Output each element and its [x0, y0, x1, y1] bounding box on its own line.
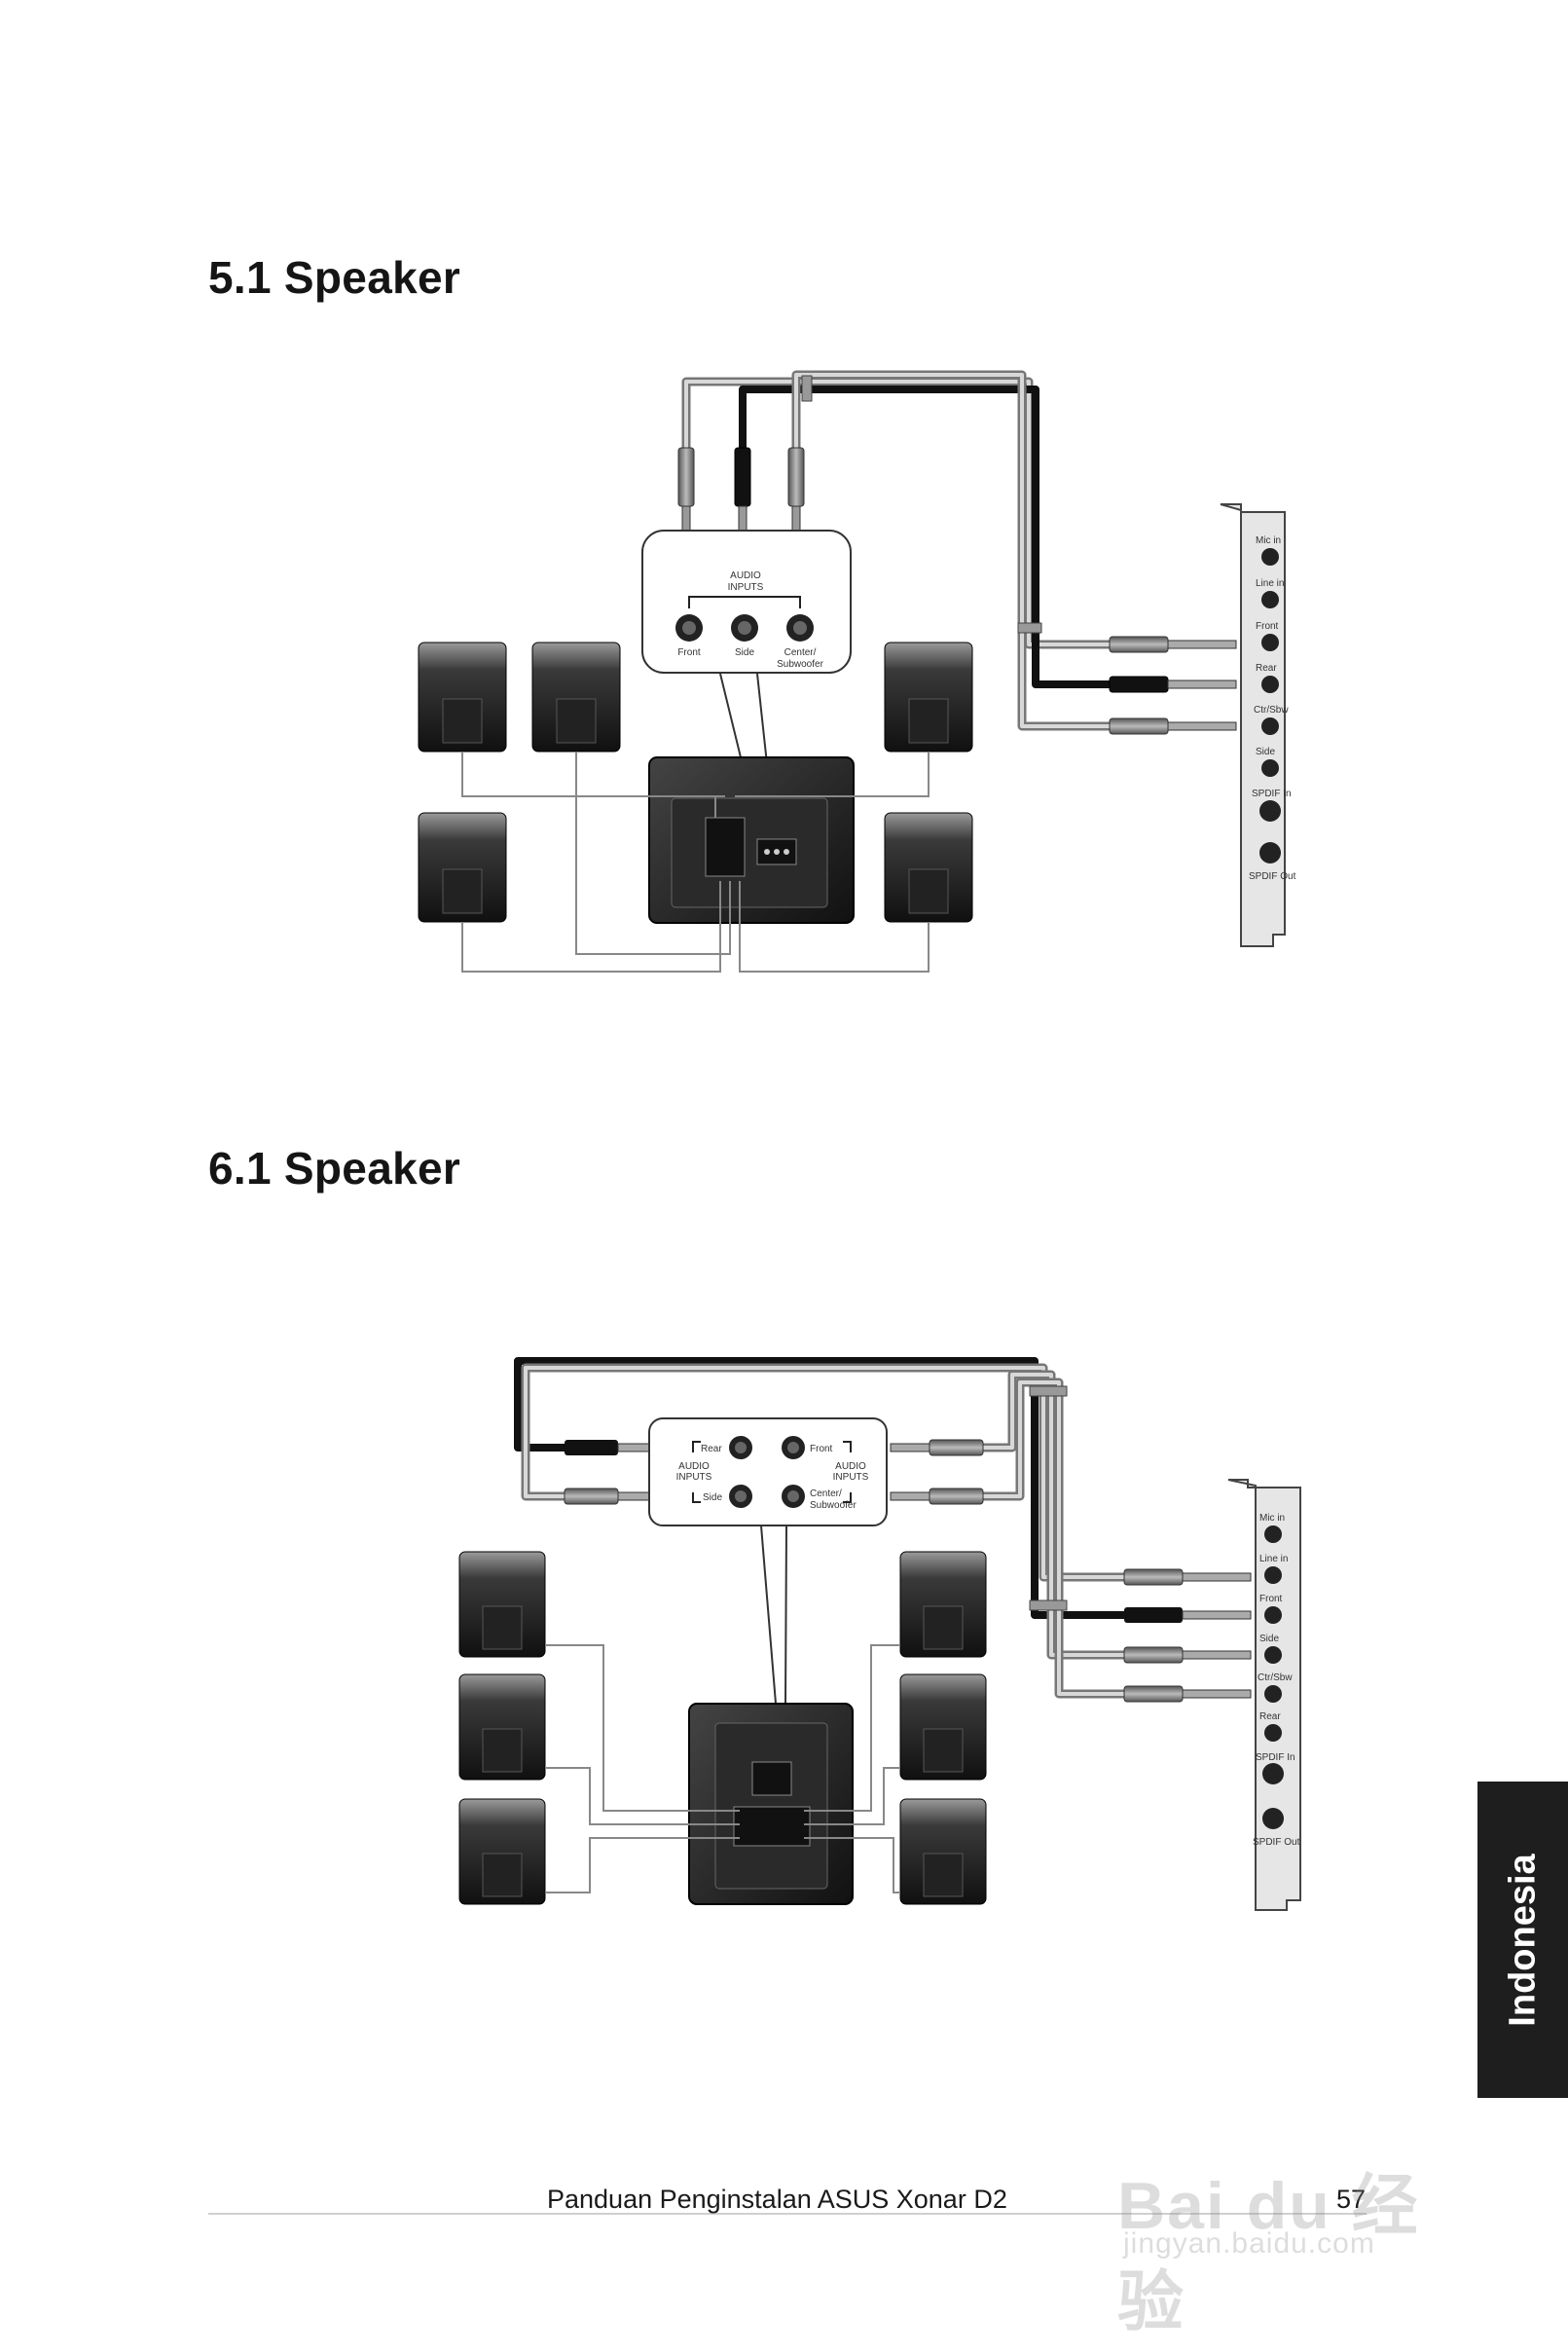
card61-port-spdif-in: SPDIF In: [1256, 1752, 1295, 1763]
diagram-6-1: Rear Side Front Center/ Subwoofer AUDIO …: [458, 1357, 1301, 1911]
card61-port-mic-in: Mic in: [1259, 1513, 1285, 1524]
speaker61-right-1: [899, 1551, 987, 1658]
hub61-port-side: Side: [703, 1492, 722, 1503]
hub-plugs-right-6-1: [890, 1439, 984, 1505]
card61-port-spdif-out: SPDIF Out: [1253, 1837, 1300, 1848]
card-port-front: Front: [1256, 621, 1279, 632]
speakers-6-1: [458, 1551, 987, 1905]
language-tab-label: Indonesia: [1502, 1853, 1543, 2027]
speaker-front-left: [418, 642, 507, 753]
section-title-6-1: 6.1 Speaker: [208, 1143, 461, 1194]
card61-port-rear: Rear: [1259, 1711, 1281, 1722]
card61-port-line-in: Line in: [1259, 1554, 1288, 1564]
hub61-label-audio-left: AUDIO: [678, 1461, 710, 1472]
speaker-rear-right: [884, 812, 973, 923]
language-tab: Indonesia: [1477, 1782, 1568, 2098]
speaker61-right-3: [899, 1798, 987, 1905]
hub-port-side: Side: [735, 647, 754, 658]
card-plugs-6-1: [1123, 1568, 1252, 1703]
watermark-main: Bai du 经验: [1117, 2169, 1420, 2339]
subwoofer-6-1: [688, 1703, 854, 1905]
speaker-rear-left: [418, 812, 507, 923]
hub61-label-inputs-right: INPUTS: [833, 1472, 869, 1483]
watermark: Bai du 经验 jingyan.baidu.com: [1117, 2114, 1477, 2339]
card61-port-side: Side: [1259, 1634, 1279, 1644]
hub61-port-rear: Rear: [701, 1444, 722, 1454]
card-port-rear: Rear: [1256, 663, 1277, 674]
hub61-port-subwoofer: Subwoofer: [810, 1500, 857, 1511]
card-port-side: Side: [1256, 747, 1275, 757]
hub61-label-audio-right: AUDIO: [835, 1461, 866, 1472]
footer-title: Panduan Penginstalan ASUS Xonar D2: [547, 2185, 1007, 2214]
hub-plugs-left-6-1: [564, 1440, 658, 1505]
hub-port-subwoofer: Subwoofer: [777, 659, 823, 670]
card-port-mic-in: Mic in: [1256, 535, 1281, 546]
footer-rule: [208, 2213, 1367, 2215]
speaker61-left-2: [458, 1673, 546, 1781]
hub61-port-center: Center/: [810, 1488, 842, 1499]
speaker61-left-3: [458, 1798, 546, 1905]
watermark-sub: jingyan.baidu.com: [1123, 2227, 1375, 2260]
sound-card-5-1: Mic in Line in Front Rear Ctr/Sbw Side S…: [1220, 503, 1296, 947]
card61-port-front: Front: [1259, 1594, 1283, 1604]
card-port-ctr-sbw: Ctr/Sbw: [1254, 705, 1289, 716]
speaker61-right-2: [899, 1673, 987, 1781]
hub-label-inputs: INPUTS: [728, 582, 764, 593]
card-port-line-in: Line in: [1256, 578, 1284, 589]
page-number: 57: [1336, 2185, 1367, 2214]
sound-card-6-1: Mic in Line in Front Side Ctr/Sbw Rear S…: [1227, 1479, 1301, 1911]
card-plugs-5-1: [1109, 636, 1237, 735]
section-title-5-1: 5.1 Speaker: [208, 252, 461, 303]
card-port-spdif-out: SPDIF Out: [1249, 871, 1296, 882]
hub61-label-inputs-left: INPUTS: [676, 1472, 712, 1483]
card61-port-ctr-sbw: Ctr/Sbw: [1258, 1672, 1293, 1683]
speaker61-left-1: [458, 1551, 546, 1658]
subwoofer-5-1: [648, 756, 855, 924]
hub-callout-6-1: Rear Side Front Center/ Subwoofer AUDIO …: [648, 1417, 888, 1705]
diagram-5-1: AUDIO INPUTS Front Side Center/ Subwoofe…: [418, 370, 1296, 973]
hub-port-center: Center/: [784, 647, 817, 658]
hub-label-audio: AUDIO: [730, 570, 761, 581]
hub61-port-front: Front: [810, 1444, 833, 1454]
speakers-5-1: [418, 642, 973, 923]
speaker-center: [531, 642, 621, 753]
card-port-spdif-in: SPDIF In: [1252, 789, 1292, 799]
speaker-front-right: [884, 642, 973, 753]
hub-port-front: Front: [677, 647, 701, 658]
